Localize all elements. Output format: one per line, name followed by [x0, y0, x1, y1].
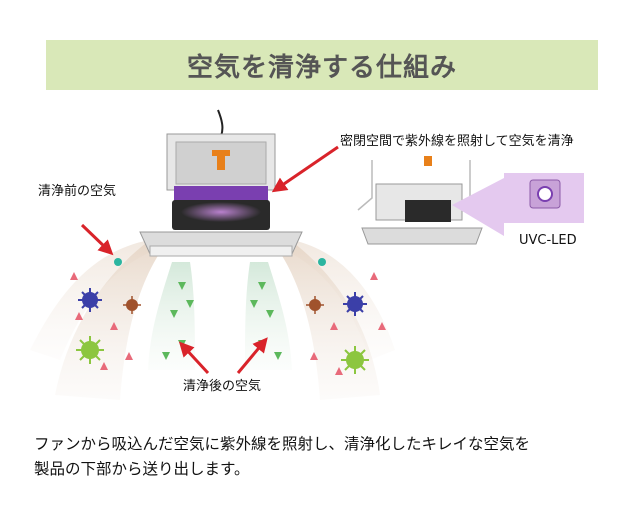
- label-sealed-space: 密閉空間で紫外線を照射して空気を清浄: [340, 134, 574, 149]
- pointer-arrow-sealed: [271, 145, 339, 193]
- virus-icon: [76, 336, 104, 364]
- dirty-air-plume-left: [30, 240, 165, 400]
- virus-icon: [343, 292, 367, 316]
- particle-icon: [114, 258, 122, 266]
- uv-led-icon: [537, 186, 553, 202]
- title-banner: 空気を清浄する仕組み: [46, 40, 598, 90]
- dirty-air-arrows: [70, 272, 386, 375]
- pointer-arrow-after-left: [178, 341, 210, 375]
- dirty-air-plume-right: [275, 240, 395, 400]
- label-after-air: 清浄後の空気: [183, 379, 262, 394]
- purifier-device: [139, 109, 303, 257]
- uv-chamber: [174, 186, 268, 202]
- pointer-arrow-after-right: [236, 337, 268, 374]
- virus-icon: [306, 296, 324, 314]
- description-line: 製品の下部から送り出します。: [34, 460, 250, 478]
- description-line: ファンから吸込んだ空気に紫外線を照射し、清浄化したキレイな空気を: [34, 435, 531, 453]
- label-before-air: 清浄前の空気: [38, 184, 117, 199]
- fan-motor-icon: [212, 150, 230, 170]
- virus-icon: [78, 288, 102, 312]
- inset-device-image: [357, 156, 487, 245]
- pointer-arrow-before: [80, 223, 114, 256]
- callout-beam: [452, 178, 504, 236]
- label-uvc-led: UVC-LED: [519, 233, 577, 248]
- virus-icon: [341, 346, 369, 374]
- particle-icon: [318, 258, 326, 266]
- description-text: ファンから吸込んだ空気に紫外線を照射し、清浄化したキレイな空気を 製品の下部から…: [34, 432, 624, 482]
- virus-icon: [123, 296, 141, 314]
- page-title: 空気を清浄する仕組み: [186, 52, 457, 83]
